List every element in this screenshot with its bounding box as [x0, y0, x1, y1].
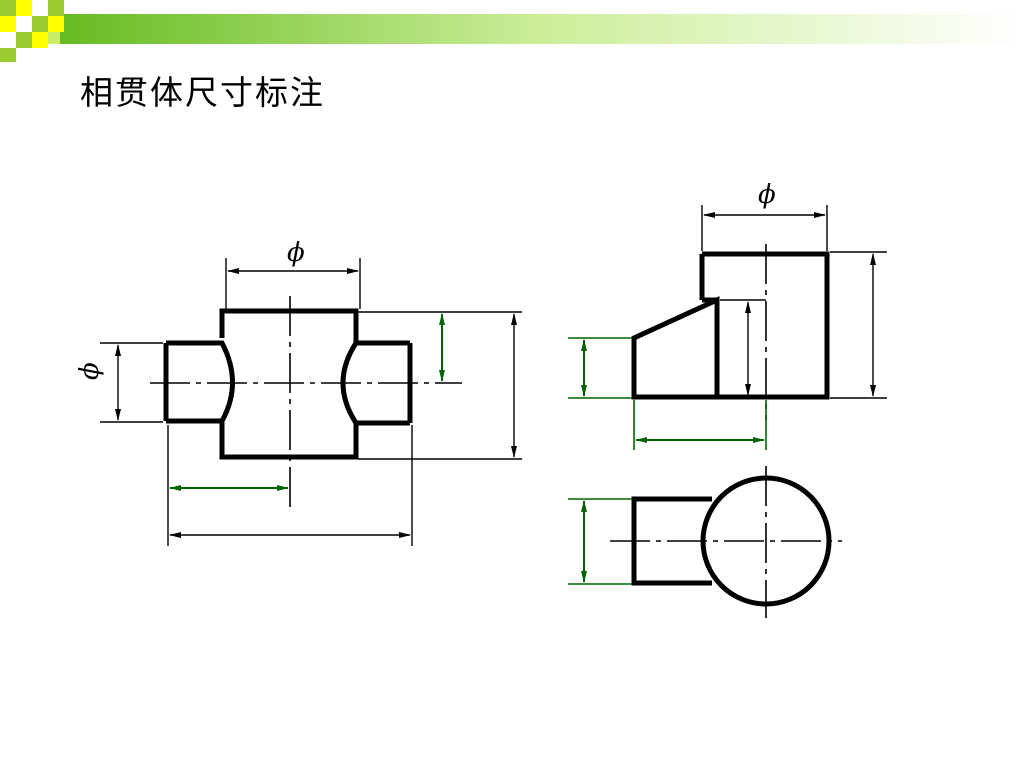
front-view-cross: ϕ ϕ	[75, 238, 522, 546]
extension-lines	[100, 258, 522, 546]
slide-title: 相贯体尺寸标注	[80, 73, 325, 112]
header-decoration	[0, 0, 1024, 62]
main-cylinder-outline	[163, 308, 413, 460]
right-top-view	[568, 466, 842, 618]
right-front-view: ϕ	[568, 180, 887, 450]
center-lines	[150, 296, 462, 510]
top-diameter-symbol: ϕ	[287, 238, 305, 268]
pipe-diameter-symbol: ϕ	[75, 362, 105, 380]
green-extension-lines	[568, 498, 632, 585]
body-outline	[631, 251, 830, 400]
green-extension-lines	[568, 337, 767, 450]
extension-lines	[701, 205, 887, 399]
center-lines	[610, 466, 842, 618]
top-diameter-symbol: ϕ	[758, 180, 776, 210]
